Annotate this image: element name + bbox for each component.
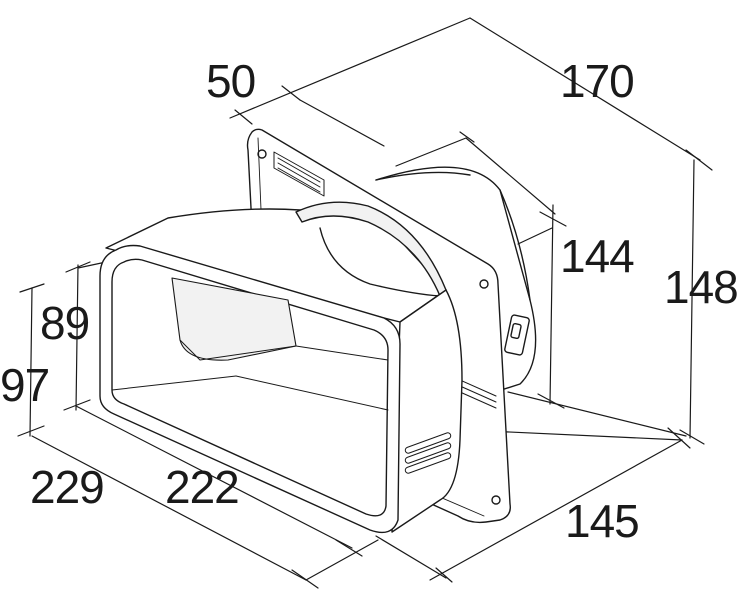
dim-line-222 [75,405,353,549]
duct-vent-slots [404,432,452,474]
dim-ext-50 [299,99,385,147]
dim-label-144: 144 [560,230,635,282]
duct-side-face [391,289,463,533]
dim-tick [459,131,475,143]
interior-wall-edge [295,345,389,361]
dim-tick [65,261,91,273]
spigot-clip [504,314,530,356]
spigot-clip-hole [510,322,522,340]
dim-tick [19,283,45,293]
dim-tick [679,429,705,445]
spigot-edge [499,189,531,301]
plate-vent-slots [459,379,497,409]
dim-line-145 [429,439,683,581]
dim-line-144 [549,204,554,405]
mounting-hole [479,279,489,289]
mounting-hole [257,149,267,159]
dim-tick [281,85,301,101]
rectangular-duct [99,201,463,534]
dim-line-89 [75,264,79,411]
dim-tick [435,567,453,583]
dim-label-229: 229 [30,461,105,513]
interior-edge [179,339,297,361]
dim-label-89: 89 [40,297,90,349]
dim-label-97: 97 [0,359,50,411]
plate-logo [273,151,325,197]
dim-ext [395,137,467,167]
duct-interior-throat [171,277,297,361]
dimension-lines [17,17,713,589]
dim-tick [667,427,691,449]
mounting-hole [491,495,501,505]
dim-tick [17,425,45,437]
dim-tick [234,109,253,125]
dim-line-229 [31,435,307,581]
dim-tick [335,539,363,557]
dim-ext [305,539,379,581]
dim-tick [291,569,319,589]
interior-floor-edge [235,375,389,411]
dim-tick [685,149,713,171]
dim-ext [77,261,107,269]
dim-label-145: 145 [565,495,640,547]
spigot-edge [375,171,471,181]
dim-line-97 [29,287,33,437]
dim-label-222: 222 [165,461,240,513]
interior-floor-edge [111,375,237,391]
dim-ext [375,535,447,579]
dim-tick [539,211,567,227]
dim-label-148: 148 [664,261,739,313]
dim-tick [537,393,565,409]
dim-ext [507,391,687,437]
dim-ext-144-top [465,137,556,215]
dim-label-50: 50 [206,55,256,107]
dim-tick [63,399,91,411]
dim-line-148 [689,159,695,439]
dim-label-170: 170 [560,55,635,107]
dim-line-170 [469,17,701,161]
dim-ext [517,227,553,245]
dim-line-top [229,17,471,119]
collar-curve [319,227,441,297]
